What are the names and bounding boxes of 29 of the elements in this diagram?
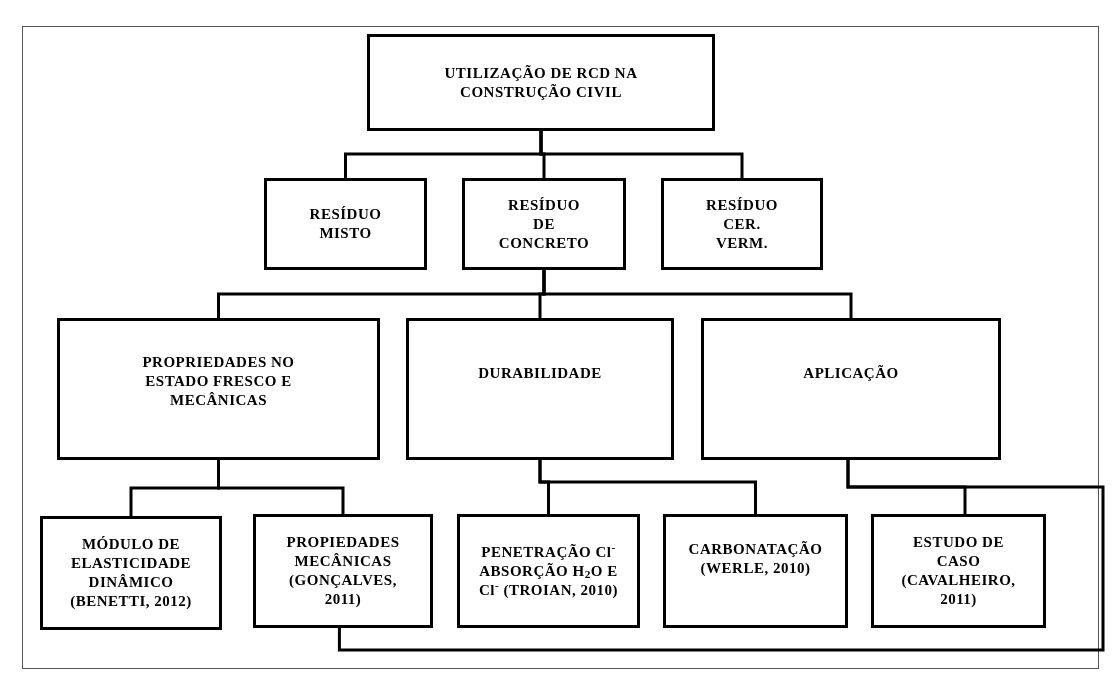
box-label: DURABILIDADE [478, 363, 602, 383]
box-label: UTILIZAÇÃO DE RCD NA CONSTRUÇÃO CIVIL [443, 63, 639, 102]
hierarchy-box [406, 318, 674, 460]
hierarchy-box [663, 514, 848, 628]
box-label: RESÍDUO DE CONCRETO [497, 195, 591, 253]
box-label: APLICAÇÃO [803, 363, 899, 383]
connector-line [217, 460, 345, 514]
hierarchy-box [457, 514, 640, 628]
connector-line [337, 460, 1105, 652]
hierarchy-box [264, 178, 427, 270]
box-label: RESÍDUO CER. VERM. [705, 195, 779, 253]
hierarchy-box [462, 178, 626, 270]
box-label: ESTUDO DE CASO (CAVALHEIRO, 2011) [901, 533, 1016, 609]
hierarchy-box [40, 516, 222, 630]
box-label: PROPIEDADES MECÂNICAS (GONÇALVES, 2011) [285, 533, 401, 609]
connector-line [539, 131, 744, 178]
hierarchy-box [253, 514, 433, 628]
box-label: CARBONATAÇÃO (WERLE, 2010) [687, 540, 824, 578]
connector-line [542, 270, 853, 318]
hierarchy-box [871, 514, 1046, 628]
hierarchy-box [367, 34, 715, 131]
box-label: RESÍDUO MISTO [308, 205, 383, 243]
hierarchy-box [57, 318, 380, 460]
box-label: PROPRIEDADES NO ESTADO FRESCO E MECÂNICAS [141, 352, 296, 410]
hierarchy-box [661, 178, 823, 270]
box-label: MÓDULO DE ELASTICIDADE DINÂMICO (BENETTI, 2012) [69, 535, 193, 611]
connector-line [538, 460, 757, 514]
hierarchy-box [701, 318, 1001, 460]
box-label: PENETRAÇÃO Cl$^{-}$ ABSORÇÃO H$_{2}$O E Cl$^{-}$ (TROIAN, 2010) [478, 542, 619, 600]
